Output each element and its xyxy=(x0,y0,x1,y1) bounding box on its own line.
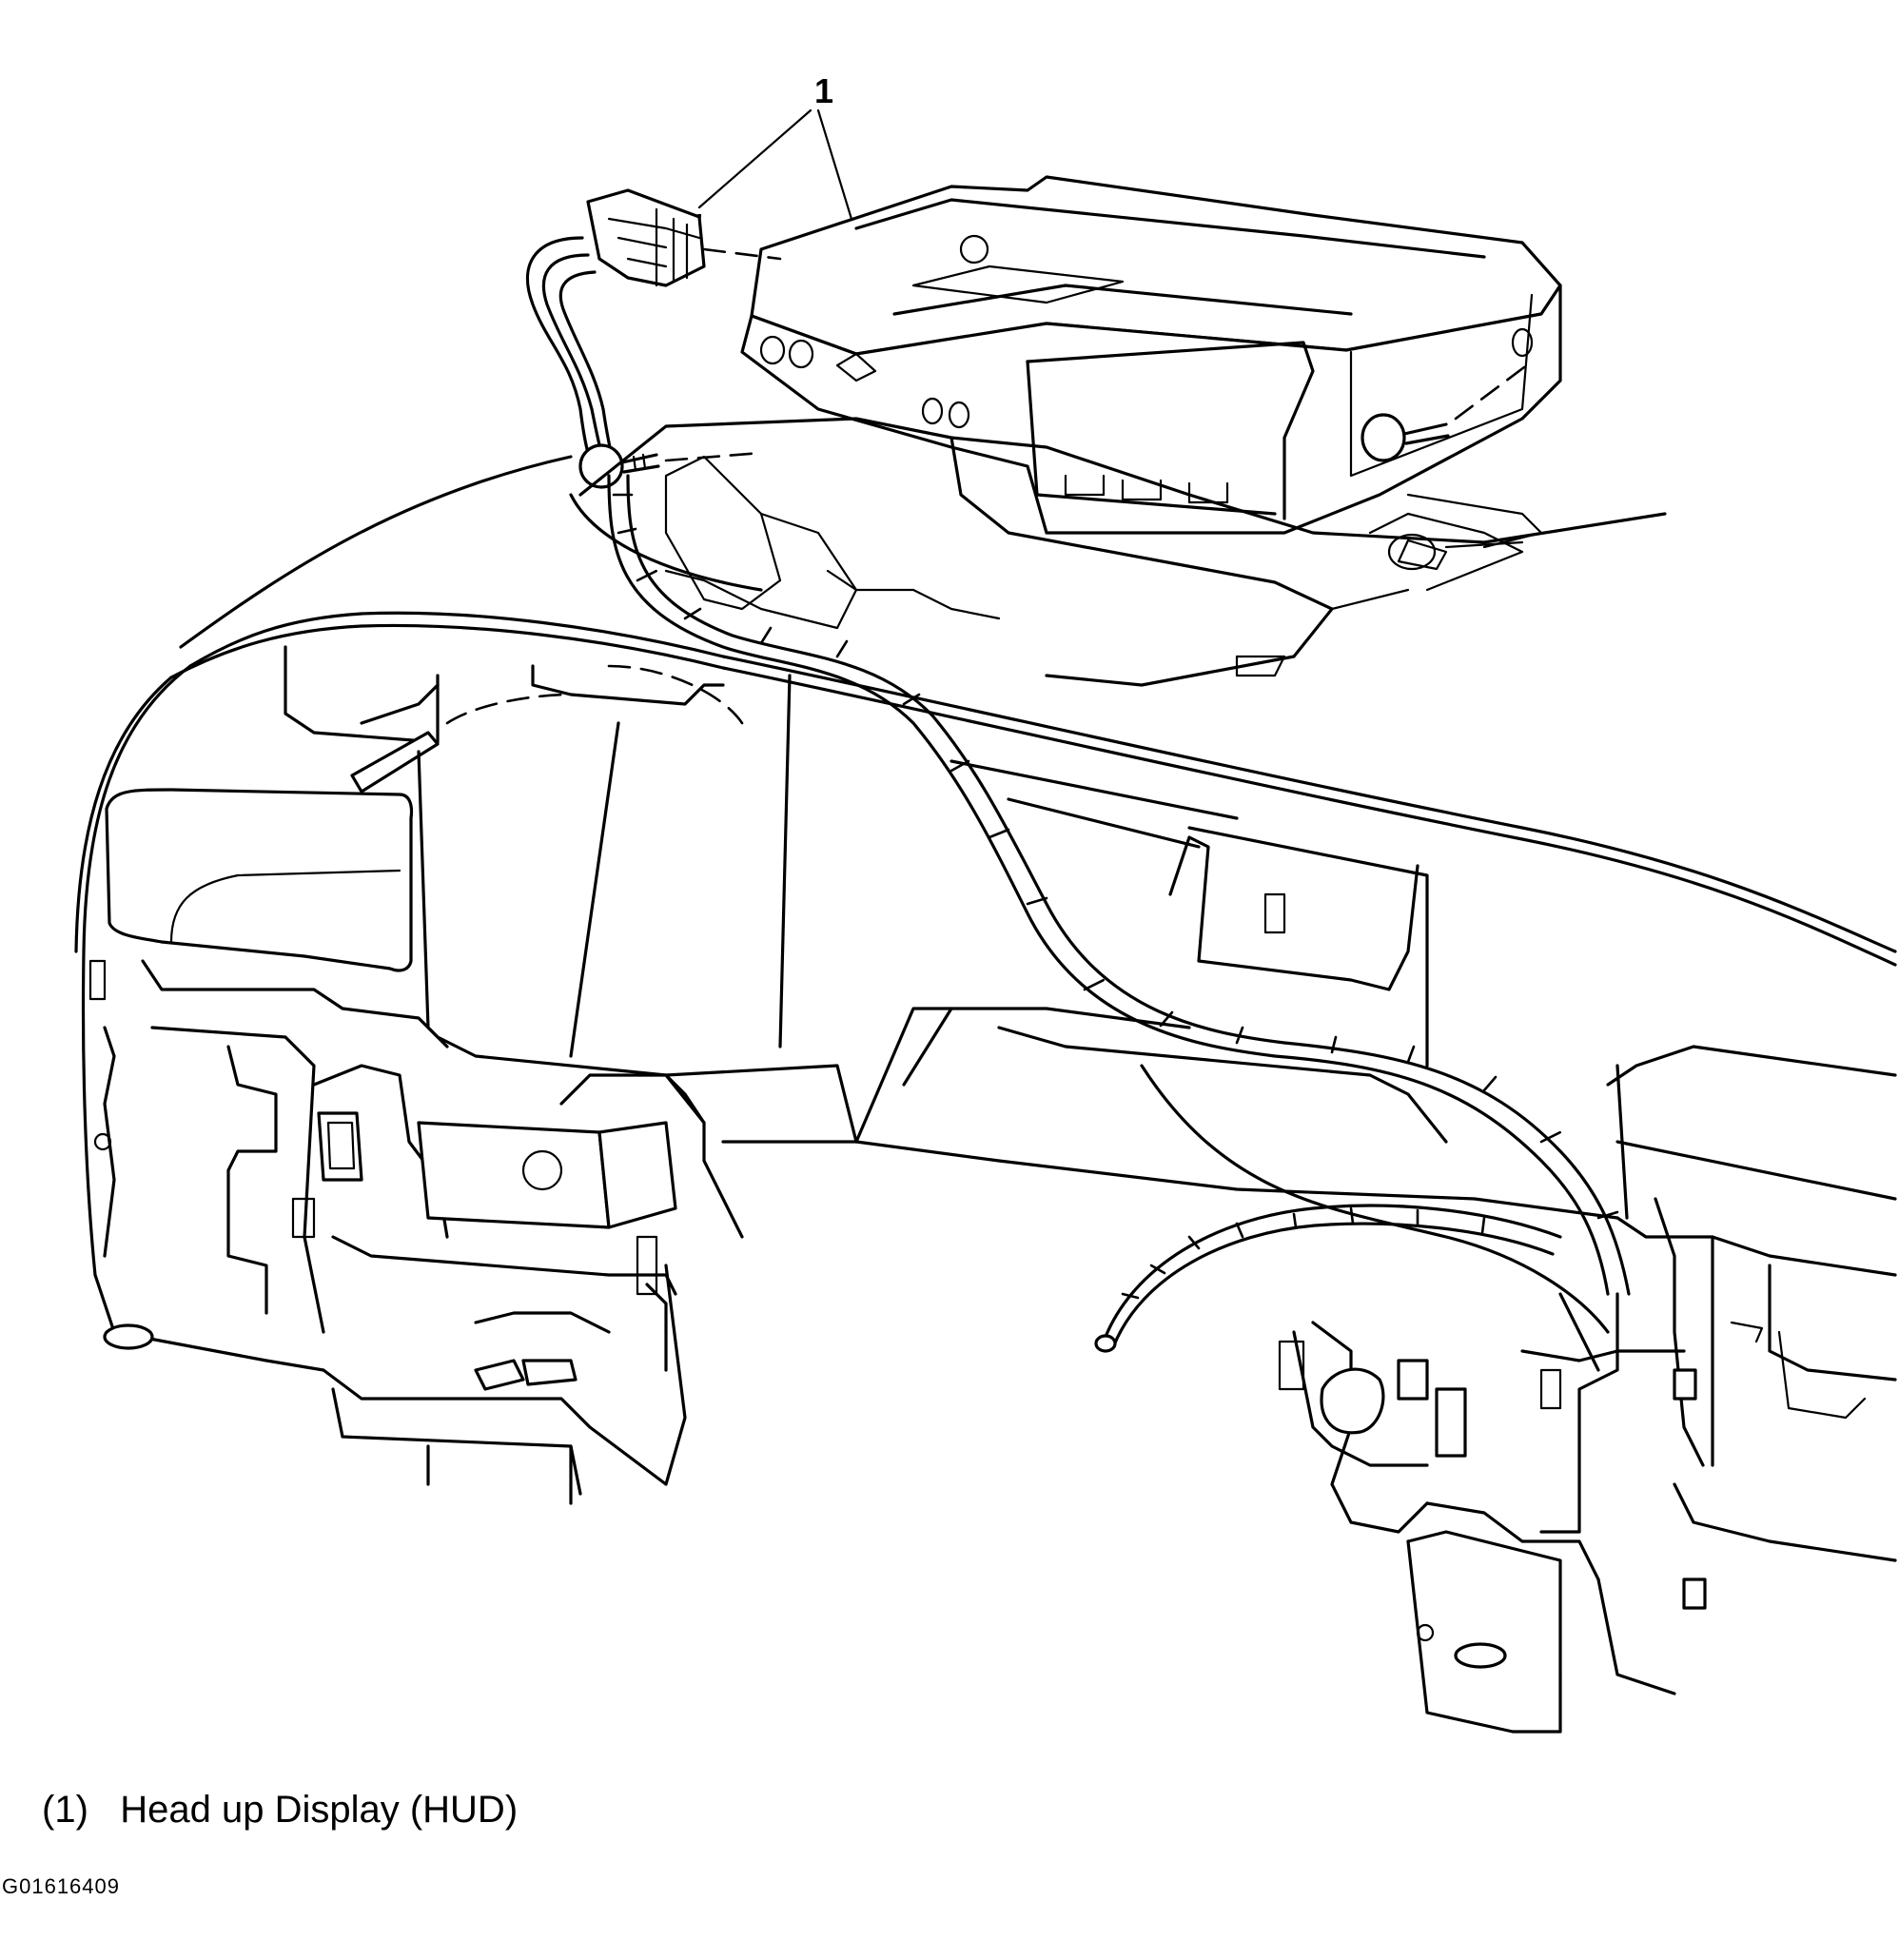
mounting-screws xyxy=(578,360,1534,489)
figure-legend: (1) Head up Display (HUD) xyxy=(42,1789,519,1831)
leader-line-connector xyxy=(697,108,812,209)
dash-upper-panel xyxy=(179,417,1667,687)
hud-wiring-connector xyxy=(525,188,782,478)
instrument-panel xyxy=(74,474,1897,1734)
leader-line-hud xyxy=(816,108,856,230)
callout-1: 1 xyxy=(685,71,856,230)
callout-number: 1 xyxy=(814,71,833,110)
hud-installation-diagram: 1 xyxy=(74,71,1897,1734)
figure-id: G01616409 xyxy=(2,1874,120,1898)
hud-module xyxy=(740,175,1562,535)
